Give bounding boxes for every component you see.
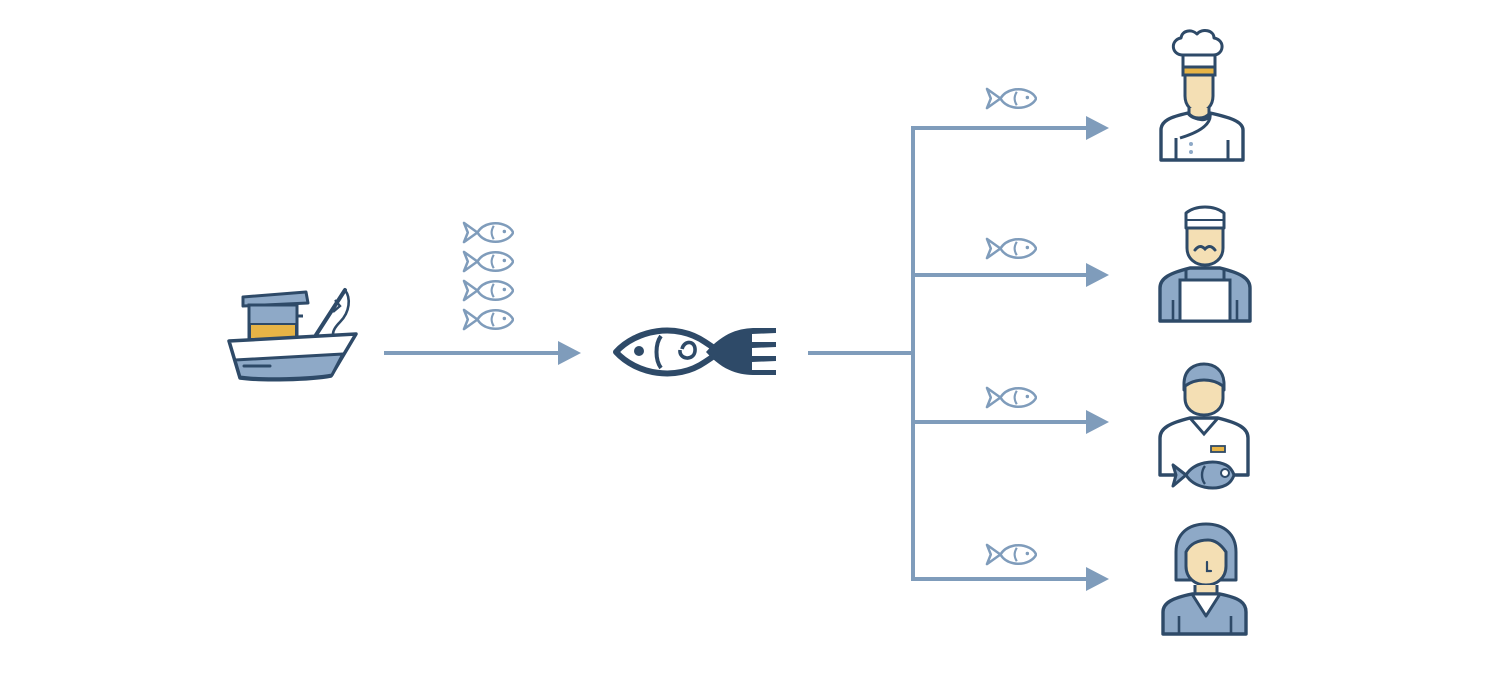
source-to-hub-fish-group (462, 221, 514, 331)
butcher-fishmonger-icon (1158, 205, 1252, 323)
fish-fork-logo-icon (613, 327, 776, 377)
chef-icon (1159, 29, 1245, 162)
fish-icon (462, 279, 514, 302)
arrowhead-source-to-hub (558, 341, 581, 365)
arrowhead-to-chef (1086, 116, 1109, 140)
flow-arrows (384, 116, 1109, 591)
fish-icon (985, 543, 1037, 566)
fish-icon (462, 250, 514, 273)
hub-to-recipient-fish-group (985, 87, 1037, 566)
woman-customer-icon (1161, 522, 1248, 636)
fish-vendor-icon (1158, 362, 1250, 490)
arrowhead-to-customer (1086, 567, 1109, 591)
fish-icon (462, 308, 514, 331)
arrowhead-to-vendor (1086, 410, 1109, 434)
fish-icon (462, 221, 514, 244)
arrowhead-to-butcher (1086, 263, 1109, 287)
fish-icon (985, 87, 1037, 110)
fishing-boat-icon (227, 288, 358, 382)
fish-icon (985, 386, 1037, 409)
fish-icon (985, 237, 1037, 260)
